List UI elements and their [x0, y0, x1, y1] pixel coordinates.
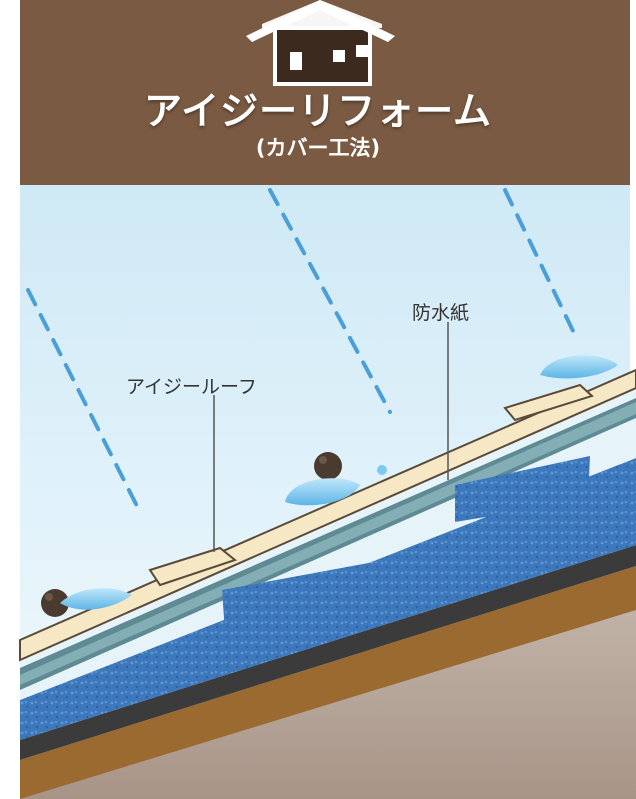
waterproof-membrane-label: 防水紙 [412, 302, 470, 324]
rafter [20, 566, 636, 799]
water-droplet-icon [285, 478, 360, 506]
water-droplet-icon [540, 355, 618, 379]
debris-icon [314, 452, 342, 480]
roof-decking [20, 545, 636, 760]
debris-icon [41, 589, 69, 617]
roof-panel-label: アイジールーフ [126, 376, 257, 398]
page-subtitle: (カバー工法) [255, 136, 381, 160]
panel-joint [503, 383, 594, 422]
page-title: アイジーリフォーム [144, 89, 492, 133]
rain-streak [268, 188, 392, 414]
panel-joint [148, 546, 238, 587]
water-droplet-icon [377, 465, 387, 475]
house-icon [246, 0, 395, 86]
rain-streak [26, 288, 142, 514]
new-roof-panel [19, 368, 636, 662]
old-roof-sheet-highlight [20, 402, 636, 685]
rain-streaks [26, 188, 577, 514]
new-roof-insulation-pad [455, 456, 590, 522]
rain-streak [503, 188, 577, 337]
new-roof-insulation-pad [222, 560, 385, 632]
water-droplet-icon [60, 588, 132, 610]
